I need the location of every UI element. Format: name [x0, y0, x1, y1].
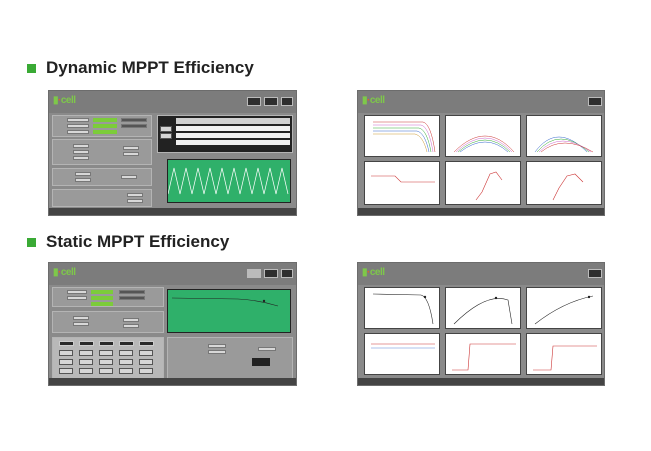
- toolbar-button[interactable]: [264, 97, 278, 106]
- static-main-screenshot: ▮·cell: [48, 262, 297, 386]
- settings-panel: [52, 287, 164, 307]
- exit-button[interactable]: [281, 269, 293, 278]
- time-plot-2: [445, 333, 521, 375]
- app-logo: ▮·cell: [53, 95, 76, 106]
- green-square-icon: [27, 237, 36, 247]
- settings-panel: [52, 115, 152, 137]
- energy-panel: [52, 168, 152, 186]
- exit-button[interactable]: [588, 269, 602, 278]
- pv-curve-plot-2: [526, 287, 602, 329]
- section-title-dynamic: Dynamic MPPT Efficiency: [27, 58, 254, 78]
- status-bar: [358, 208, 604, 215]
- dynamic-main-screenshot: ▮·cell: [48, 90, 297, 216]
- time-panel: [52, 189, 152, 207]
- time-plot-3: [526, 161, 602, 205]
- info-panel: [167, 337, 293, 381]
- time-plot-2: [445, 161, 521, 205]
- green-square-icon: [27, 63, 36, 73]
- time-plot-3: [526, 333, 602, 375]
- exit-button[interactable]: [281, 97, 293, 106]
- section-title-text: Static MPPT Efficiency: [46, 232, 230, 251]
- waveform-table: [157, 115, 293, 153]
- iv-curve-plot: [364, 287, 440, 329]
- app-logo: ▮·cell: [362, 95, 385, 106]
- toolbar-button[interactable]: [247, 269, 261, 278]
- efficiency-plot: [167, 289, 291, 333]
- pv-curves-plot: [445, 115, 521, 157]
- toolbar-button[interactable]: [264, 269, 278, 278]
- iv-curves-plot: [364, 115, 440, 157]
- section-title-text: Dynamic MPPT Efficiency: [46, 58, 254, 77]
- waveform-icon: [167, 167, 289, 195]
- button-grid: [52, 337, 164, 381]
- app-logo: ▮·cell: [362, 267, 385, 278]
- measure-panel: [52, 311, 164, 333]
- status-bar: [358, 378, 604, 385]
- toolbar-button[interactable]: [247, 97, 261, 106]
- efficiency-plot: [167, 159, 291, 203]
- section-title-static: Static MPPT Efficiency: [27, 232, 229, 252]
- time-plot-1: [364, 161, 440, 205]
- pv-curve-plot: [445, 287, 521, 329]
- status-bar: [49, 208, 296, 215]
- status-bar: [49, 378, 296, 385]
- time-plot-1: [364, 333, 440, 375]
- app-logo: ▮·cell: [53, 267, 76, 278]
- dynamic-curves-screenshot: ▮·cell: [357, 90, 605, 216]
- measure-panel: [52, 139, 152, 165]
- pv-curves-plot-2: [526, 115, 602, 157]
- static-curves-screenshot: ▮·cell: [357, 262, 605, 386]
- exit-button[interactable]: [588, 97, 602, 106]
